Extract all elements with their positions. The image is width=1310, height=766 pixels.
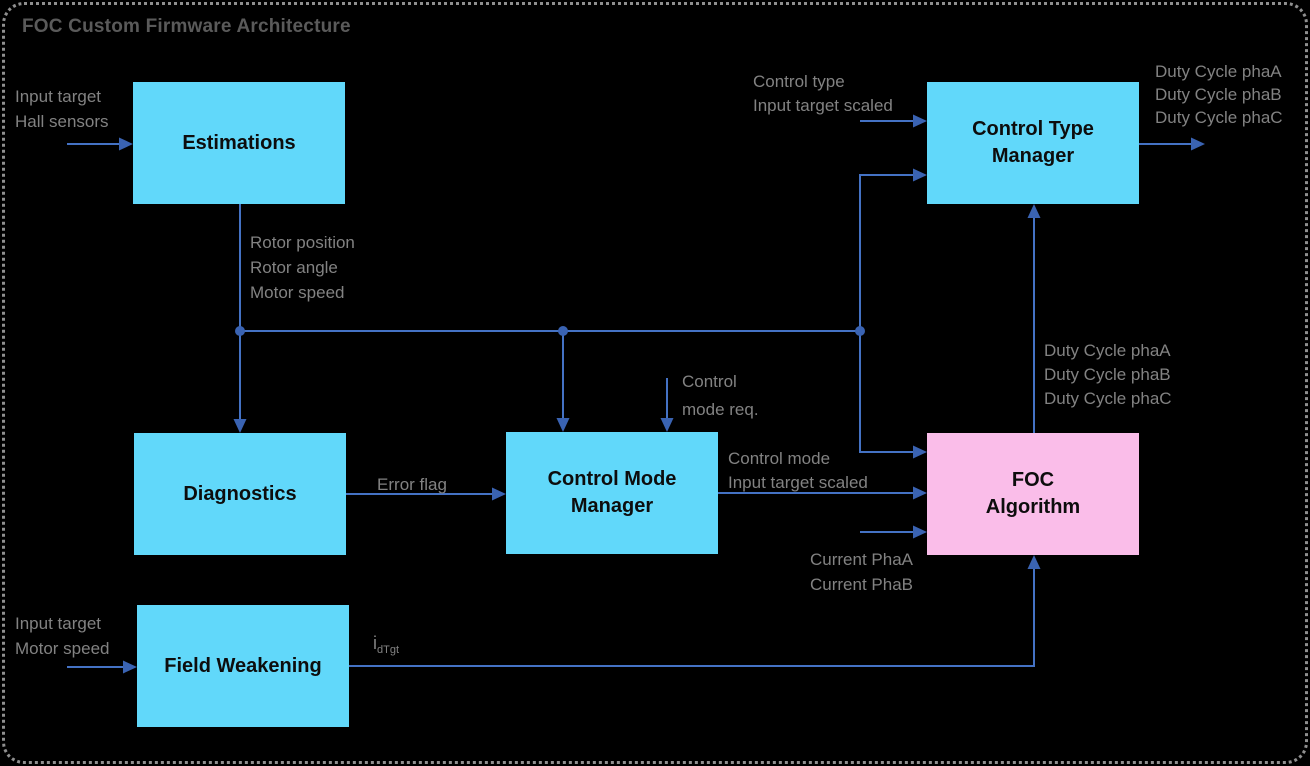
signal-label-ctm-inputs: Control type Input target scaled (753, 70, 893, 118)
signal-line: Duty Cycle phaB (1155, 85, 1282, 104)
signal-label-cmm-req: Control mode req. (682, 368, 759, 424)
connector-bus-to-diagnostics (233, 331, 247, 433)
block-estimations: Estimations (133, 82, 345, 204)
signal-line: Motor speed (15, 639, 110, 658)
connector-field-weakening-to-foc (349, 555, 1041, 667)
signal-label-estimations-inputs: Input target Hall sensors (15, 84, 109, 134)
connector-diagnostics-to-control-mode-manager (346, 487, 506, 501)
signal-line: Duty Cycle phaC (1044, 389, 1172, 408)
signal-label-idtgt: idTgt (373, 631, 399, 663)
block-control-mode-manager: Control Mode Manager (506, 432, 718, 554)
junction-dot (235, 326, 245, 336)
signal-line: Control (682, 372, 737, 391)
signal-label-ctm-outputs: Duty Cycle phaA Duty Cycle phaB Duty Cyc… (1155, 60, 1283, 129)
signal-line: Input target (15, 87, 102, 106)
signal-label-error-flag: Error flag (377, 475, 447, 494)
connector-estimations-to-bus (239, 204, 860, 332)
signal-line: mode req. (682, 400, 759, 419)
junction-dot (855, 326, 865, 336)
signal-line: Input target (15, 614, 102, 633)
idtgt-base: i (373, 633, 377, 653)
signal-line: Current PhaA (810, 550, 913, 569)
signal-label-fw-inputs: Input target Motor speed (15, 611, 110, 661)
block-foc-algorithm: FOC Algorithm (927, 433, 1139, 555)
block-control-mode-manager-label-line1: Control Mode (547, 468, 677, 490)
signal-label-cmm-outputs: Control mode Input target scaled (728, 447, 868, 495)
connector-bus-to-control-type-manager (859, 168, 927, 331)
junction-dot (558, 326, 568, 336)
block-diagnostics-label: Diagnostics (183, 482, 297, 505)
connector-input-to-control-type-manager (860, 114, 927, 128)
block-foc-algorithm-label-line1: FOC (1011, 469, 1055, 491)
diagram-title: FOC Custom Firmware Architecture (22, 16, 351, 37)
signal-line: Duty Cycle phaC (1155, 108, 1283, 127)
signal-label-foc-duty-outputs: Duty Cycle phaA Duty Cycle phaB Duty Cyc… (1044, 339, 1172, 411)
connector-control-mode-manager-to-foc (718, 486, 927, 500)
signal-line: Control mode (728, 449, 831, 468)
signal-label-foc-current-inputs: Current PhaA Current PhaB (753, 547, 913, 597)
block-diagnostics: Diagnostics (134, 433, 346, 555)
block-control-type-manager: Control Type Manager (927, 82, 1139, 204)
block-control-type-manager-label-line1: Control Type (972, 118, 1094, 140)
signal-line: Input target scaled (728, 473, 868, 492)
connector-input-to-field-weakening (67, 660, 137, 674)
block-control-type-manager-label-line2: Manager (991, 145, 1075, 167)
connector-bus-to-control-mode-manager (556, 331, 570, 432)
block-field-weakening-label: Field Weakening (164, 654, 322, 677)
signal-line: Rotor position (250, 233, 355, 252)
signal-label-estimations-outputs: Rotor position Rotor angle Motor speed (250, 230, 355, 305)
signal-line: Duty Cycle phaA (1155, 62, 1282, 81)
connector-control-type-manager-output (1139, 137, 1205, 151)
block-foc-algorithm-label-line2: Algorithm (985, 496, 1081, 518)
signal-line: Duty Cycle phaB (1044, 365, 1171, 384)
signal-line: Control type (753, 72, 845, 91)
block-estimations-label: Estimations (182, 131, 296, 154)
signal-line: Motor speed (250, 283, 345, 302)
signal-line: Duty Cycle phaA (1044, 341, 1171, 360)
signal-line: Input target scaled (753, 96, 893, 115)
connector-input-to-estimations (67, 137, 133, 151)
connector-bus-to-foc-algorithm (859, 331, 927, 459)
signal-line: Hall sensors (15, 112, 109, 131)
signal-line: Current PhaB (810, 575, 913, 594)
connector-control-mode-req (660, 378, 674, 432)
idtgt-subscript: dTgt (377, 644, 400, 656)
connector-currents-to-foc (860, 525, 927, 539)
signal-line: Rotor angle (250, 258, 338, 277)
connector-foc-to-control-type-manager (1027, 204, 1041, 433)
block-control-mode-manager-label-line2: Manager (570, 495, 654, 517)
block-field-weakening: Field Weakening (137, 605, 349, 727)
